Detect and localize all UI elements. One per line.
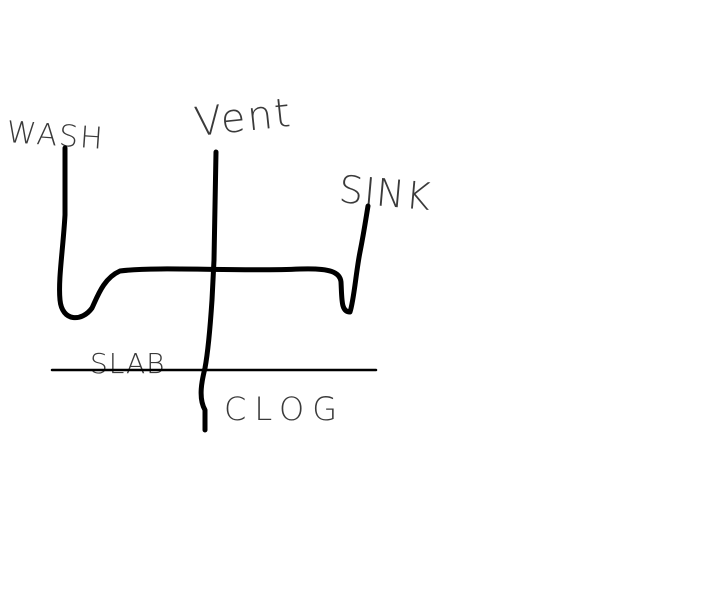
clog-label: CLOG — [224, 390, 345, 428]
wash-label: WASH — [5, 115, 105, 157]
vent-stack — [198, 149, 219, 433]
vent-label: Vent — [192, 90, 294, 146]
drain-line — [57, 145, 371, 320]
slab-label: SLAB — [90, 347, 166, 380]
sink-label: SINK — [337, 167, 433, 219]
